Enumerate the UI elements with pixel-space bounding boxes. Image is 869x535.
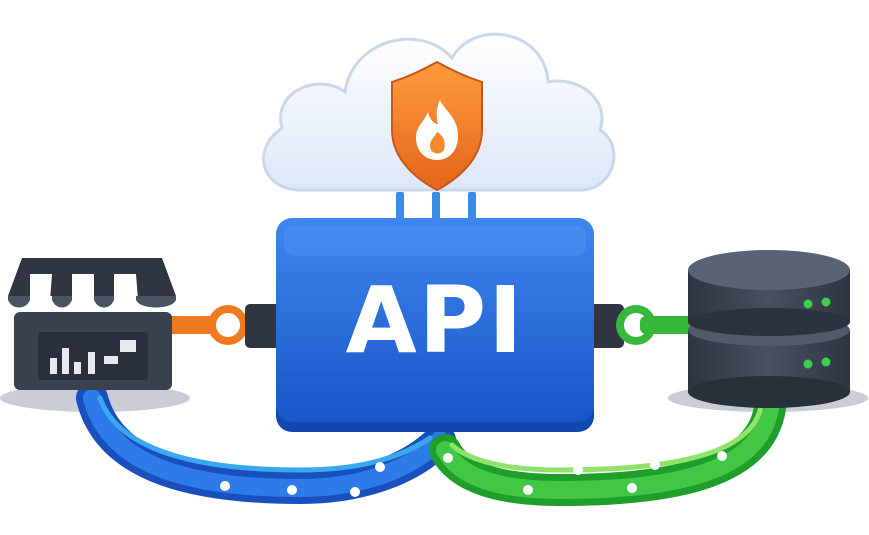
flow-dot: [375, 462, 385, 472]
store-connector: [160, 304, 281, 348]
storefront-icon: [8, 258, 176, 390]
api-box: [276, 218, 594, 432]
cloud-connectors: [396, 192, 476, 222]
flow-dot: [650, 460, 660, 470]
shield-flame-icon: [391, 60, 483, 192]
database-server-icon: [688, 250, 850, 408]
flow-dot: [523, 485, 533, 495]
green-data-flow: [429, 392, 786, 507]
database-connector: [588, 304, 695, 348]
flow-dot: [627, 483, 637, 493]
flow-dots: [220, 451, 727, 497]
flow-dot: [350, 487, 360, 497]
flow-dot: [443, 453, 453, 463]
flow-dot: [287, 485, 297, 495]
flow-dot: [717, 451, 727, 461]
api-label: API: [345, 267, 525, 374]
blue-data-flow: [76, 382, 456, 505]
flow-dot: [220, 481, 230, 491]
flow-dot: [573, 465, 583, 475]
